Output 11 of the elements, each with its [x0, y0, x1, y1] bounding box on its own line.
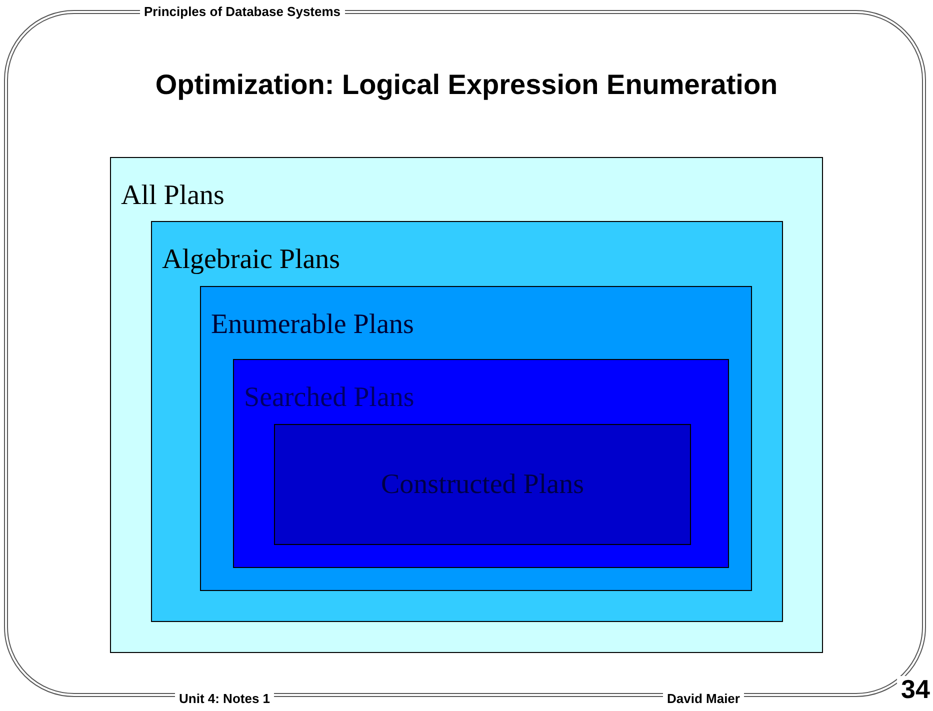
set-label: Constructed Plans: [381, 470, 584, 498]
nested-set-box: [110, 157, 823, 653]
set-label: All Plans: [121, 182, 224, 210]
set-label: Enumerable Plans: [211, 311, 414, 339]
nested-set-box: [151, 221, 783, 622]
nested-set-box: [200, 286, 752, 591]
nested-set-box: [274, 424, 691, 545]
nested-set-box: [233, 359, 729, 568]
set-label: Searched Plans: [244, 384, 414, 412]
set-label: Algebraic Plans: [162, 246, 340, 274]
slide-title: Optimization: Logical Expression Enumeration: [154, 68, 779, 102]
